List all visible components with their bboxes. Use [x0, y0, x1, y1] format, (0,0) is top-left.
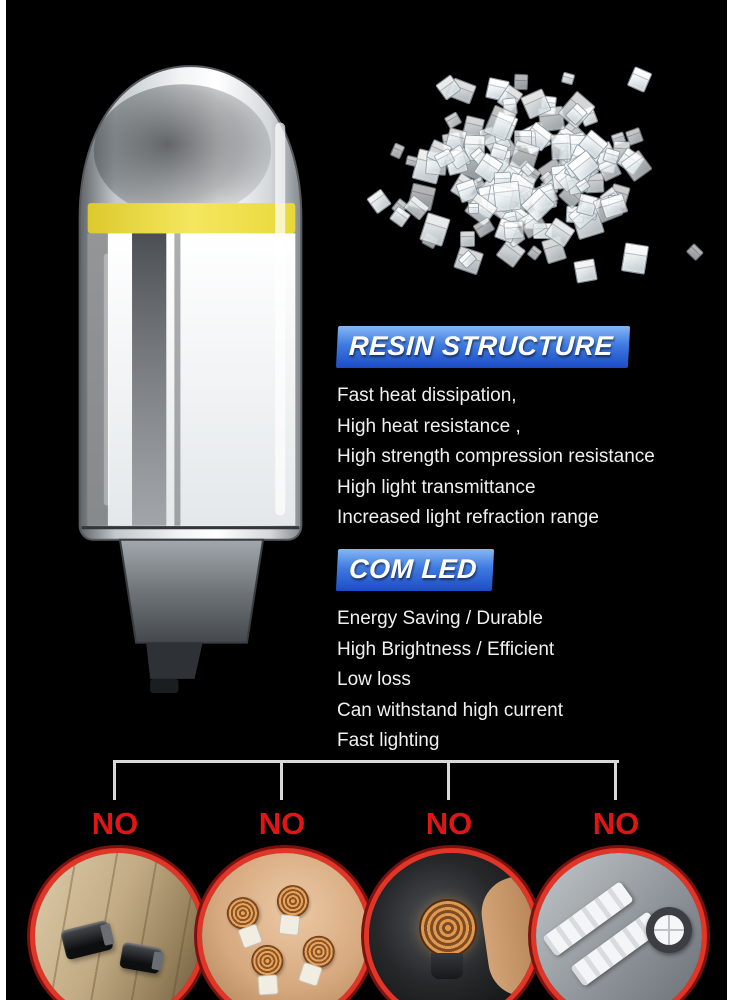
section-com-led: COM LED Energy Saving / Durable High Bri…	[335, 549, 723, 758]
copper-coil-bulb	[250, 943, 285, 996]
resin-crystal	[560, 71, 575, 86]
led-bulb-photo	[48, 52, 333, 697]
no-label: NO	[425, 806, 473, 841]
com-led-feature: High Brightness / Efficient	[337, 638, 555, 660]
glass-cob-led-bulb	[78, 65, 303, 693]
smd-round-bulb	[646, 907, 692, 953]
bracket-vertical-line	[280, 760, 283, 800]
bulb-base-notch	[150, 678, 179, 693]
resin-crystal	[626, 65, 653, 93]
resin-feature: High light transmittance	[337, 476, 536, 498]
resin-feature: High strength compression resistance	[337, 446, 655, 467]
resin-crystal	[573, 258, 598, 283]
resin-crystal-pile	[328, 42, 720, 314]
resin-crystal	[526, 245, 543, 262]
resin-crystal	[366, 188, 393, 214]
resin-structure-header: RESIN STRUCTURE	[335, 326, 631, 368]
no-label: NO	[91, 806, 139, 841]
resin-crystal	[503, 220, 525, 240]
comparison-item-2: NO	[197, 806, 373, 1000]
page-margin-left	[0, 0, 6, 1000]
cob-yellow-strip	[87, 203, 296, 234]
com-led-header: COM LED	[335, 549, 495, 591]
comparison-item-1: NO	[30, 806, 206, 1000]
comparison-item-4: NO	[531, 806, 707, 1000]
bracket-vertical-line	[113, 760, 116, 800]
resin-crystal	[550, 133, 573, 161]
bulb-base	[431, 953, 463, 979]
competitor-photo-coil-filament-bulb	[369, 853, 535, 1000]
com-led-feature: Energy Saving / Durable	[337, 608, 543, 629]
black-bulb	[119, 941, 163, 975]
page-margin-right	[727, 0, 733, 1000]
resin-feature-list: Fast heat dissipation, High heat resista…	[337, 382, 723, 533]
copper-coil	[419, 899, 477, 957]
bulb-base-tab	[146, 642, 203, 679]
resin-crystal	[459, 231, 475, 248]
section-resin-structure: RESIN STRUCTURE Fast heat dissipation, H…	[335, 326, 723, 535]
competitor-photo-copper-bulbs-in-hand	[202, 853, 368, 1000]
glass-highlight-right	[275, 122, 286, 516]
resin-crystal	[443, 111, 463, 129]
comparison-circle-2	[197, 848, 373, 1000]
copper-coil-bulb	[293, 931, 339, 989]
comparison-circle-1	[30, 848, 206, 1000]
competitor-photo-smd-led-bulbs	[536, 853, 702, 1000]
bulb-wedge-base	[118, 538, 265, 644]
cob-dark-line	[174, 233, 181, 526]
bulb-dome-shade	[93, 84, 272, 218]
copper-coil-bulb	[222, 892, 267, 950]
cob-white-body	[87, 233, 296, 526]
com-led-feature: Low loss	[337, 669, 411, 690]
com-led-feature: Can withstand high current	[337, 699, 564, 721]
resin-crystal	[621, 241, 650, 275]
resin-feature: High heat resistance ,	[337, 415, 521, 437]
no-label: NO	[592, 806, 640, 841]
copper-coil-bulb	[273, 883, 311, 937]
resin-feature: Increased light refraction range	[337, 507, 599, 528]
glass-highlight-left	[103, 253, 110, 506]
resin-crystal	[419, 211, 451, 247]
resin-crystal	[685, 242, 704, 261]
comparison-circle-3	[364, 848, 540, 1000]
bracket-vertical-line	[614, 760, 617, 800]
cob-dark-strip	[132, 233, 167, 526]
cob-left-shadow	[87, 233, 108, 526]
black-bulb	[60, 919, 114, 961]
competitor-photo-black-wedge-bulbs	[35, 853, 201, 1000]
comparison-item-3: NO	[364, 806, 540, 1000]
resin-crystal	[467, 202, 480, 214]
bracket-vertical-line	[447, 760, 450, 800]
com-led-feature: Fast lighting	[337, 730, 440, 751]
resin-crystal	[389, 142, 406, 160]
comparison-circle-4	[531, 848, 707, 1000]
com-led-feature-list: Energy Saving / Durable High Brightness …	[337, 605, 723, 756]
bracket-horizontal-line	[113, 760, 619, 763]
no-label: NO	[258, 806, 306, 841]
resin-feature: Fast heat dissipation,	[337, 385, 517, 406]
